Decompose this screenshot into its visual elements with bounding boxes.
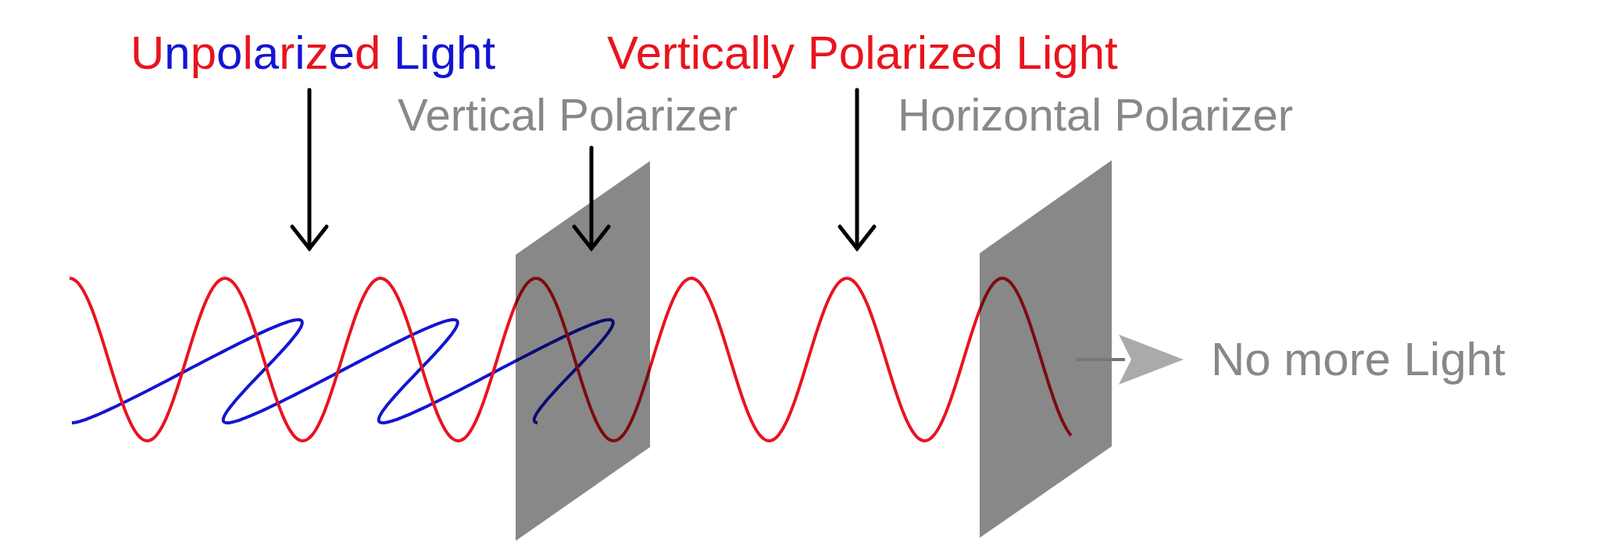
vertical-polarizer <box>515 160 650 541</box>
arrow-head <box>574 226 609 249</box>
colored-letter: a <box>253 26 279 79</box>
colored-letter: p <box>190 26 217 79</box>
colored-letter: i <box>294 26 305 79</box>
colored-letter: t <box>482 26 496 79</box>
colored-letter: z <box>305 26 329 79</box>
arrow-head <box>292 226 327 249</box>
horizontal-polarizer <box>979 160 1112 538</box>
colored-letter <box>380 26 394 79</box>
colored-letter: h <box>456 26 483 79</box>
wave-label: Vertically Polarized Light <box>607 29 1118 77</box>
colored-letter: i <box>419 26 430 79</box>
output-arrow-head <box>1118 334 1184 385</box>
output-arrow-line <box>1076 357 1125 361</box>
colored-letter: o <box>216 26 243 79</box>
pointer-line <box>855 89 860 249</box>
colored-letter: g <box>430 26 457 79</box>
output-label: No more Light <box>1210 335 1506 383</box>
pointer-line <box>307 89 312 249</box>
wave-label: Unpolarized Light <box>130 29 496 77</box>
pointer-arrows <box>292 89 875 249</box>
polarizer-label: Horizontal Polarizer <box>897 92 1293 138</box>
polarizer-label: Vertical Polarizer <box>397 92 738 138</box>
colored-letter: n <box>164 26 190 79</box>
pointer-line <box>589 147 594 249</box>
colored-letter: U <box>130 26 165 79</box>
colored-letter: L <box>393 26 420 79</box>
colored-letter: l <box>242 26 253 79</box>
colored-letter: e <box>328 26 355 79</box>
arrow-head <box>839 226 875 249</box>
colored-letter: d <box>354 26 381 79</box>
colored-letter: r <box>278 26 295 79</box>
